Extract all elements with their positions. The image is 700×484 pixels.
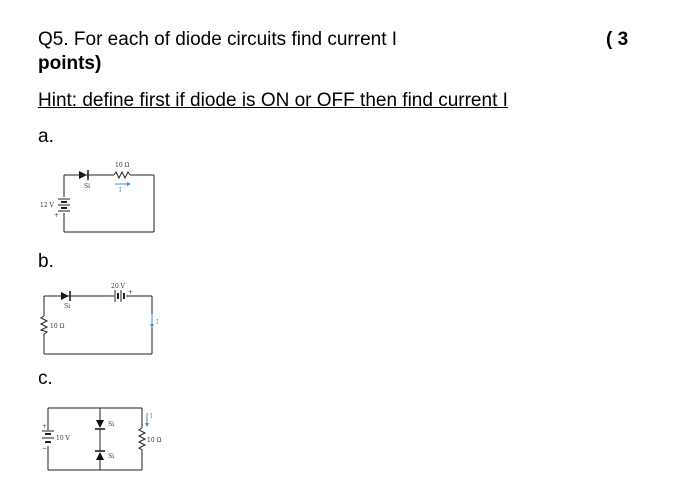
diode-bottom-material-label: Si bbox=[108, 453, 114, 460]
current-label: I bbox=[150, 413, 153, 420]
diode-top-icon bbox=[95, 420, 105, 430]
question-title: Q5. For each of diode circuits find curr… bbox=[38, 29, 398, 50]
minus-sign: − bbox=[106, 293, 111, 300]
diode-material-label: Si bbox=[64, 303, 70, 310]
source-label: 10 V bbox=[56, 435, 71, 442]
diode-icon bbox=[58, 291, 74, 301]
current-arrow-icon bbox=[115, 182, 131, 186]
current-arrow-icon bbox=[150, 314, 154, 328]
circuit-c: Si Si 10 V + − 10 Ω I bbox=[42, 407, 162, 471]
battery-icon bbox=[114, 290, 125, 302]
source-label: 20 V bbox=[111, 283, 126, 290]
battery-icon bbox=[42, 430, 54, 443]
part-b-label: b. bbox=[38, 251, 54, 272]
circuit-a: 10 Ω Si I 12 V + bbox=[40, 162, 155, 233]
question-marks: ( 3 bbox=[606, 29, 629, 50]
plus-sign: + bbox=[42, 423, 47, 430]
diode-top-material-label: Si bbox=[108, 421, 114, 428]
resistor-icon bbox=[39, 315, 49, 335]
circuit-b: 20 V + − Si 10 Ω I bbox=[39, 283, 159, 355]
part-a-label: a. bbox=[38, 126, 54, 147]
source-label: 12 V bbox=[40, 202, 55, 209]
battery-icon bbox=[58, 198, 70, 212]
hint-text: Hint: define first if diode is ON or OFF… bbox=[38, 90, 508, 111]
question-points-label: points) bbox=[38, 53, 102, 74]
part-c-label: c. bbox=[38, 368, 53, 389]
diode-bottom-icon bbox=[95, 450, 105, 460]
resistor-label: 10 Ω bbox=[50, 323, 65, 330]
diode-icon bbox=[76, 170, 92, 180]
plus-sign: + bbox=[128, 289, 133, 296]
plus-sign: + bbox=[54, 212, 59, 219]
current-label: I bbox=[156, 319, 159, 326]
diode-material-label: Si bbox=[84, 183, 90, 190]
resistor-icon bbox=[137, 427, 147, 451]
resistor-label: 10 Ω bbox=[147, 437, 162, 444]
resistor-icon bbox=[113, 170, 131, 180]
minus-sign: − bbox=[42, 445, 47, 452]
current-label: I bbox=[119, 187, 122, 194]
current-arrow-icon bbox=[145, 413, 149, 427]
resistor-label: 10 Ω bbox=[115, 162, 130, 169]
